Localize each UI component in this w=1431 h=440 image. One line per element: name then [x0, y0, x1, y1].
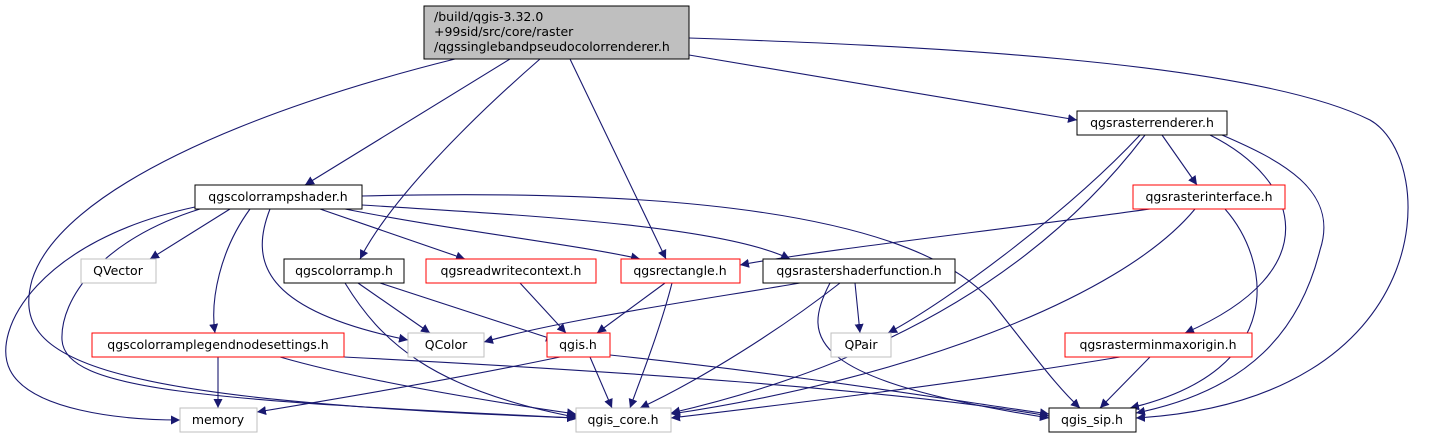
node-qgis_sip-box: [1048, 407, 1137, 433]
edge-qgscolorramp-to-qgis: [379, 282, 556, 342]
node-qgsrectangle[interactable]: qgsrectangle.h: [620, 258, 741, 284]
node-qgscolorramp[interactable]: qgscolorramp.h: [283, 258, 405, 284]
edge-qgscolorrampshader-to-qgsrastershaderfunction: [361, 204, 791, 260]
node-qgscolorrampshader[interactable]: qgscolorrampshader.h: [194, 184, 363, 210]
node-qgsrasterminmaxorigin[interactable]: qgsrasterminmaxorigin.h: [1064, 332, 1253, 358]
edge-qgis-to-qgis_core: [589, 356, 613, 409]
edge-qgis-to-memory: [256, 356, 561, 415]
node-qcolor[interactable]: QColor: [407, 332, 485, 358]
node-qgsrectangle-box: [620, 258, 741, 284]
node-qgscolorramplegendnodesettings-box: [91, 332, 345, 358]
node-qgsrasterrenderer[interactable]: qgsrasterrenderer.h: [1076, 110, 1228, 136]
node-qcolor-box: [407, 332, 485, 358]
edges-layer: [5, 37, 1409, 425]
edge-qgsrectangle-to-qgis: [596, 282, 666, 334]
node-qgscolorrampshader-box: [194, 184, 363, 210]
edge-root-to-qgis_core: [28, 58, 577, 423]
node-qgsrasterrenderer-label: qgsrasterrenderer.h: [1090, 115, 1214, 130]
nodes-layer: /build/qgis-3.32.0 +99sid/src/core/raste…: [80, 5, 1286, 433]
edge-qgsrasterrenderer-to-qgis_core: [670, 134, 1146, 416]
node-qgis_core-label: qgis_core.h: [587, 412, 658, 427]
node-qvector[interactable]: QVector: [80, 258, 157, 284]
node-qpair-label: QPair: [844, 337, 878, 352]
node-root-box: [423, 5, 690, 60]
edge-qgscolorramp-to-qcolor: [357, 282, 431, 334]
edge-root-to-qgscolorramp: [359, 58, 541, 260]
node-qgsrastershaderfunction[interactable]: qgsrastershaderfunction.h: [762, 258, 956, 284]
node-qgsrastershaderfunction-box: [762, 258, 956, 284]
node-qgscolorramplegendnodesettings-label: qgscolorramplegendnodesettings.h: [107, 337, 328, 352]
node-qgscolorrampshader-label: qgscolorrampshader.h: [208, 189, 347, 204]
node-memory-label: memory: [192, 412, 245, 427]
edge-qgsrastershaderfunction-to-qpair: [854, 282, 864, 334]
edge-qgsrastershaderfunction-to-qgis_sip: [817, 282, 1050, 422]
edge-qgscolorramplegendnodesettings-to-qgis_core: [279, 356, 577, 418]
edge-qgsrasterminmaxorigin-to-qgis_core: [670, 356, 1121, 422]
node-qgis_sip-label: qgis_sip.h: [1061, 412, 1123, 427]
node-qvector-box: [80, 258, 157, 284]
edge-qgsrasterrenderer-to-qgis_sip: [1135, 134, 1325, 416]
node-root[interactable]: /build/qgis-3.32.0 +99sid/src/core/raste…: [423, 5, 690, 60]
edge-qgsreadwritecontext-to-qgis: [519, 282, 567, 334]
edge-root-to-qgsrectangle: [569, 58, 667, 260]
edge-qgsrectangle-to-qgis_core: [628, 282, 673, 409]
edge-qgscolorrampshader-to-qgis_sip: [361, 194, 1081, 409]
node-qgsrastershaderfunction-label: qgsrastershaderfunction.h: [776, 263, 941, 278]
edge-qgscolorrampshader-to-qgsreadwritecontext: [319, 208, 466, 261]
edge-qgsrasterminmaxorigin-to-qgis_sip: [1099, 356, 1151, 409]
edge-qgsrastershaderfunction-to-qgis_core: [639, 282, 841, 409]
node-qgsreadwritecontext[interactable]: qgsreadwritecontext.h: [425, 258, 597, 284]
edge-qgscolorrampshader-to-memory: [5, 206, 196, 425]
node-root-line-1: /build/qgis-3.32.0: [434, 9, 543, 24]
edge-qgis-to-qgis_sip: [609, 354, 1050, 418]
edge-root-to-qgscolorrampshader: [304, 58, 511, 186]
edge-qgscolorrampshader-to-qgsrectangle: [344, 208, 641, 262]
edge-root-to-qgis_sip: [688, 37, 1409, 422]
node-qgis[interactable]: qgis.h: [546, 332, 611, 358]
node-qgis_core-box: [575, 407, 672, 433]
node-qgscolorramplegendnodesettings[interactable]: qgscolorramplegendnodesettings.h: [91, 332, 345, 358]
node-qgsrasterinterface[interactable]: qgsrasterinterface.h: [1132, 184, 1286, 210]
edge-qgscolorramplegendnodesettings-to-qgis_sip: [343, 356, 1050, 419]
node-qgscolorramp-label: qgscolorramp.h: [295, 263, 393, 278]
edge-qgsrasterrenderer-to-qgsrasterinterface: [1161, 134, 1198, 186]
node-qgscolorramp-box: [283, 258, 405, 284]
node-root-line-3: /qgssinglebandpseudocolorrenderer.h: [434, 39, 670, 54]
node-qpair-box: [830, 332, 892, 358]
node-qvector-label: QVector: [93, 263, 144, 278]
node-qgsrasterrenderer-box: [1076, 110, 1228, 136]
edge-root-to-qgsrasterrenderer: [688, 54, 1078, 123]
node-qgsrectangle-label: qgsrectangle.h: [633, 263, 726, 278]
edge-qgscolorrampshader-to-qcolor: [261, 208, 409, 343]
node-qgis-box: [546, 332, 611, 358]
node-qgsrasterminmaxorigin-label: qgsrasterminmaxorigin.h: [1079, 337, 1236, 352]
edge-qgscolorrampshader-to-qgscolorramplegendnodesettings: [209, 208, 251, 334]
node-qgis-label: qgis.h: [559, 337, 597, 352]
node-qpair[interactable]: QPair: [830, 332, 892, 358]
edge-qgsrastershaderfunction-to-qcolor: [483, 282, 801, 344]
node-qgsrasterinterface-box: [1132, 184, 1286, 210]
node-memory[interactable]: memory: [179, 407, 258, 433]
node-qgsrasterinterface-label: qgsrasterinterface.h: [1145, 189, 1272, 204]
node-qgis_core[interactable]: qgis_core.h: [575, 407, 672, 433]
node-memory-box: [179, 407, 258, 433]
node-qgsrasterminmaxorigin-box: [1064, 332, 1253, 358]
edge-qgsrasterinterface-to-qgis_sip: [1129, 208, 1258, 411]
edge-qgsrasterinterface-to-qgis_core: [670, 208, 1196, 418]
node-qgsreadwritecontext-label: qgsreadwritecontext.h: [441, 263, 582, 278]
node-qcolor-label: QColor: [425, 337, 468, 352]
edge-qgsrasterrenderer-to-qpair: [887, 134, 1141, 334]
edge-qgsrasterinterface-to-qgsrectangle: [739, 208, 1151, 268]
node-qgsreadwritecontext-box: [425, 258, 597, 284]
edge-qgscolorrampshader-to-qvector: [149, 208, 231, 260]
node-qgis_sip[interactable]: qgis_sip.h: [1048, 407, 1137, 433]
node-root-line-2: +99sid/src/core/raster: [434, 24, 574, 39]
edge-qgsrasterrenderer-to-qgsrasterminmaxorigin: [1184, 134, 1287, 334]
